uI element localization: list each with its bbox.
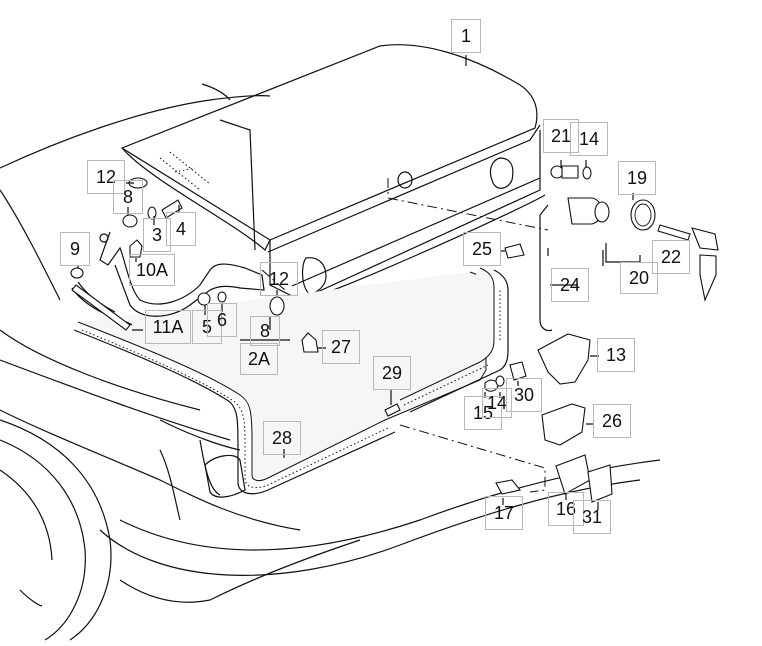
part-label-3[interactable]: 3 [143,218,171,252]
part-label-17[interactable]: 17 [485,496,523,530]
part-label-27[interactable]: 27 [322,330,360,364]
part-label-30[interactable]: 30 [506,378,542,412]
part-label-12[interactable]: 12 [87,160,125,194]
part-label-9[interactable]: 9 [60,232,90,266]
part-label-31[interactable]: 31 [573,500,611,534]
part-label-19[interactable]: 19 [618,161,656,195]
part-label-8[interactable]: 8 [113,180,143,214]
small-parts [70,165,719,503]
part-label-2A[interactable]: 2A [240,343,278,375]
part-label-10A[interactable]: 10A [129,254,175,286]
seal-drawing [73,267,509,495]
part-label-21[interactable]: 21 [543,119,579,153]
part-label-29[interactable]: 29 [373,356,411,390]
part-label-8[interactable]: 8 [250,316,280,346]
part-label-14[interactable]: 14 [570,122,608,156]
part-label-20[interactable]: 20 [620,262,658,294]
part-label-16[interactable]: 16 [548,492,584,526]
part-label-12[interactable]: 12 [260,262,298,296]
part-label-1[interactable]: 1 [451,19,481,53]
part-label-14[interactable]: 14 [482,388,512,418]
part-label-26[interactable]: 26 [593,404,631,438]
trunk-lid-drawing [120,44,549,301]
part-label-11A[interactable]: 11A [145,310,191,344]
part-label-25[interactable]: 25 [463,232,501,266]
part-label-22[interactable]: 22 [652,240,690,274]
part-label-6[interactable]: 6 [207,303,237,337]
part-label-4[interactable]: 4 [166,212,196,246]
part-label-24[interactable]: 24 [551,268,589,302]
part-label-13[interactable]: 13 [597,338,635,372]
part-label-28[interactable]: 28 [263,421,301,455]
